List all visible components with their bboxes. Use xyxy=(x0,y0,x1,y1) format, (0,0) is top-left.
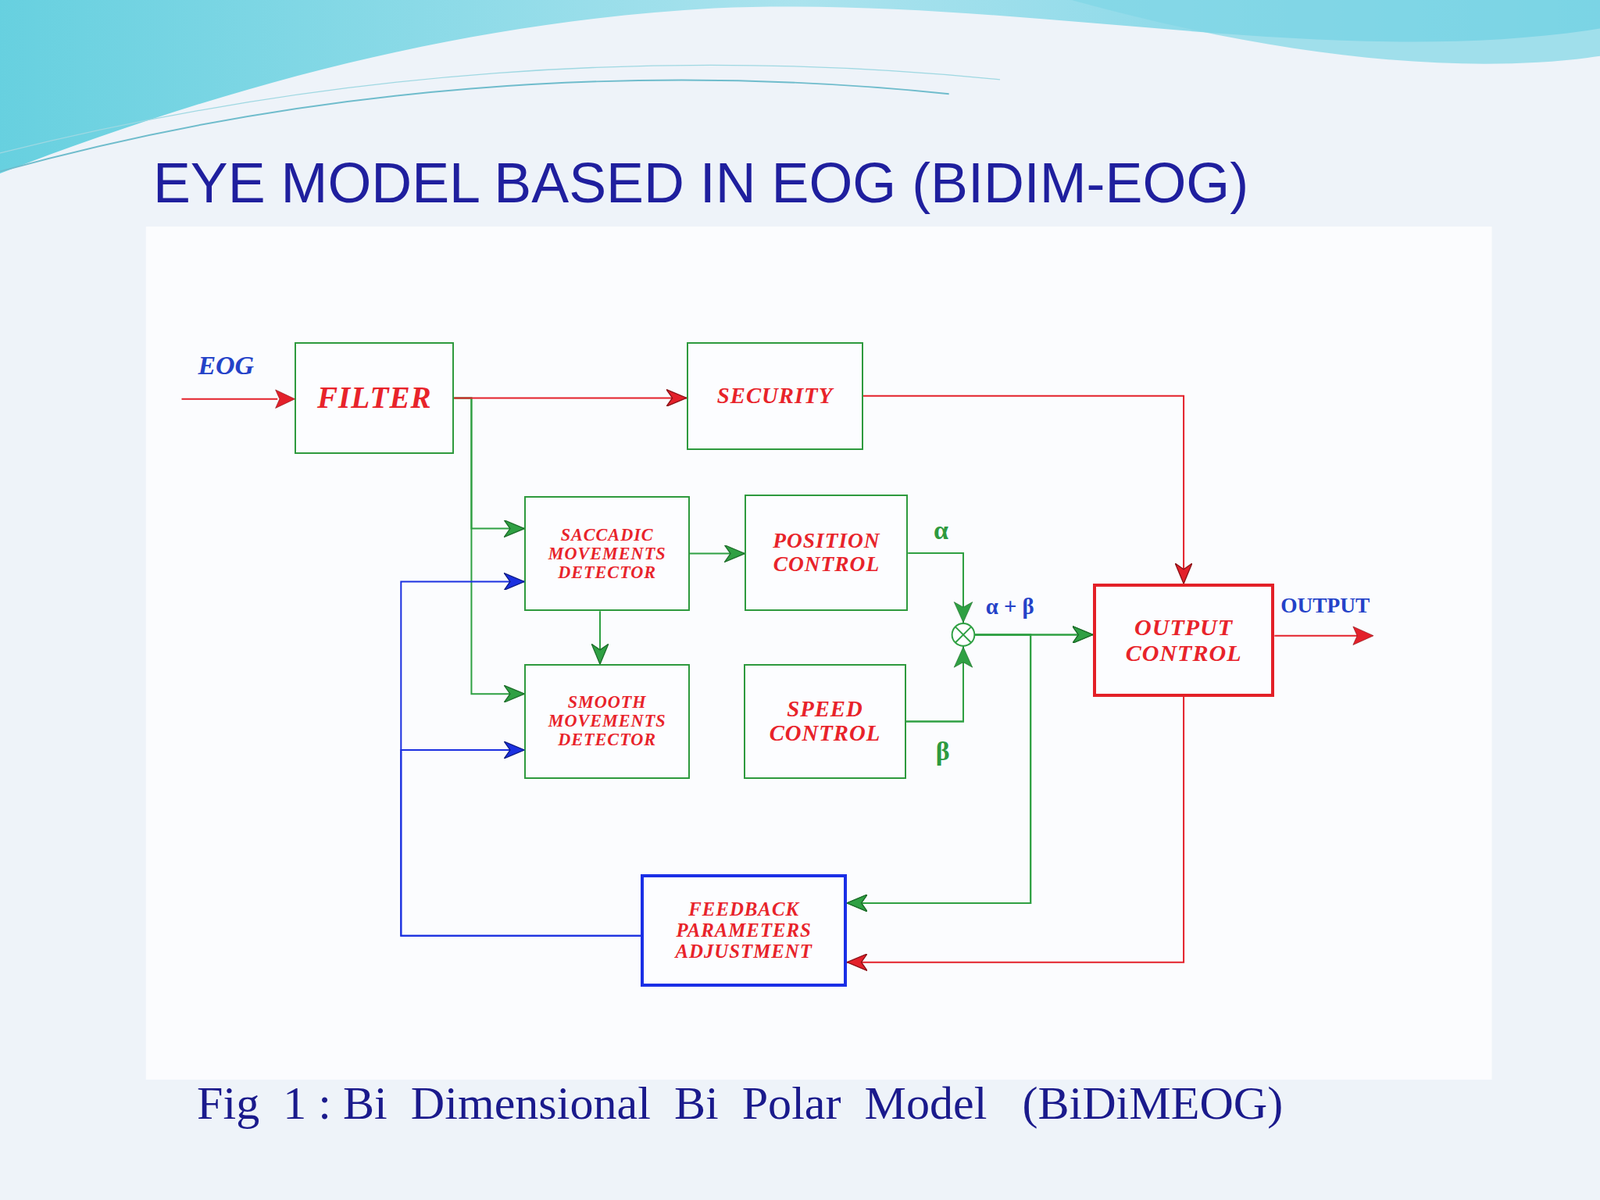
wave-line xyxy=(0,64,1000,154)
input-wire xyxy=(181,398,278,400)
signal-connector xyxy=(453,397,525,694)
signal-connector xyxy=(689,553,746,555)
security-block: SECURITY xyxy=(686,342,864,450)
filter-block: FILTER xyxy=(294,342,454,455)
output-wire xyxy=(1274,635,1358,637)
signal-name: α xyxy=(933,515,949,546)
block-label: FEEDBACK PARAMETERS ADJUSTMENT xyxy=(643,899,844,962)
block-label: SECURITY xyxy=(714,383,836,408)
signal-name: EOG xyxy=(197,350,254,381)
block-label: SMOOTH MOVEMENTS DETECTOR xyxy=(525,692,689,750)
arrow-head xyxy=(1353,626,1374,646)
block-label: POSITION CONTROL xyxy=(746,529,907,576)
arrow-head xyxy=(953,602,973,623)
signal-name: α + β xyxy=(985,593,1035,620)
signal-connector xyxy=(846,634,1031,904)
slide-title: EYE MODEL BASED IN EOG (BIDIM-EOG) xyxy=(153,150,1249,215)
signal-connector xyxy=(907,553,1093,635)
block-label: SACCADIC MOVEMENTS DETECTOR xyxy=(525,525,689,583)
signal-connector xyxy=(846,696,1184,963)
signal-connector xyxy=(599,610,601,665)
diagram-panel xyxy=(146,226,1493,1080)
top-wave xyxy=(0,0,1600,174)
signal-connector xyxy=(453,396,687,399)
signal-connector xyxy=(453,397,525,529)
block-label: FILTER xyxy=(314,381,436,415)
output-block: OUTPUT CONTROL xyxy=(1092,583,1275,697)
figure-caption: Fig 1 : Bi Dimensional Bi Polar Model (B… xyxy=(196,1075,1283,1131)
arrow-head xyxy=(953,646,973,668)
control-block: POSITION CONTROL xyxy=(744,494,908,611)
control-block: SPEED CONTROL xyxy=(743,664,907,779)
summing-junction xyxy=(952,623,975,647)
top-wave xyxy=(1071,0,1600,65)
summing-junction-cross xyxy=(955,627,972,643)
block-label: SPEED CONTROL xyxy=(745,696,905,746)
signal-connector xyxy=(400,581,641,936)
signal-name: OUTPUT xyxy=(1280,593,1370,618)
detector-block: SMOOTH MOVEMENTS DETECTOR xyxy=(524,664,690,779)
arrow-head xyxy=(275,389,296,409)
signal-connector xyxy=(906,634,1093,722)
block-label: OUTPUT CONTROL xyxy=(1096,614,1272,666)
signal-connector xyxy=(863,396,1184,584)
detector-block: SACCADIC MOVEMENTS DETECTOR xyxy=(524,496,690,612)
feedback-block: FEEDBACK PARAMETERS ADJUSTMENT xyxy=(640,874,847,987)
signal-connector xyxy=(400,750,641,936)
signal-name: β xyxy=(935,736,950,767)
